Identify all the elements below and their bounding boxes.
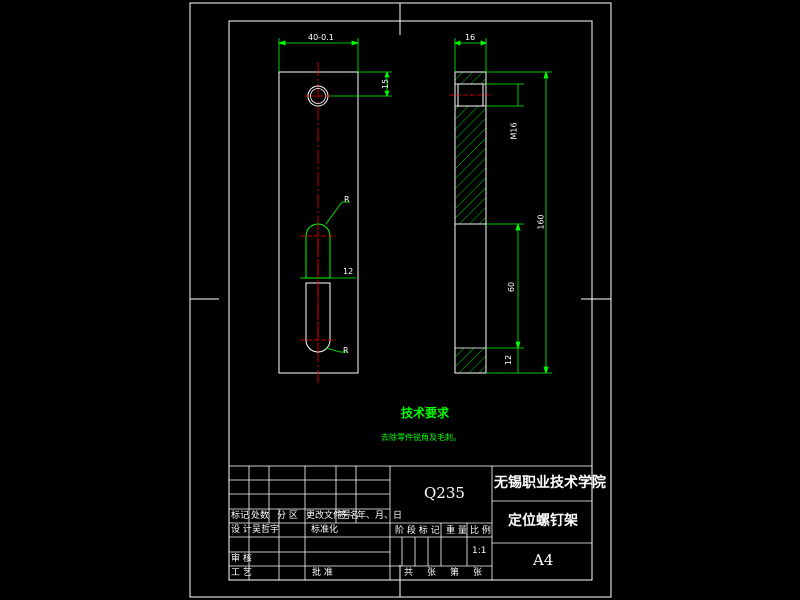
title-block-lines (228, 465, 593, 581)
header-mark: 标记 (231, 511, 250, 521)
sheet-size: A4 (533, 551, 554, 569)
header-sign: 签 名 (338, 511, 359, 521)
dim-overall-length: 160 (536, 214, 546, 230)
header-ratio: 比 例 (470, 526, 491, 536)
header-stage-mark: 阶 段 标 记 (395, 526, 440, 536)
dim-hole-offset: 15 (381, 78, 391, 90)
header-design: 设 计 (231, 525, 252, 535)
school-name: 无锡职业技术学院 (494, 475, 606, 491)
side-view (449, 71, 492, 374)
header-date: 年、月、日 (357, 511, 403, 521)
dim-side-width: 16 (465, 33, 476, 42)
front-view-dimensions (277, 38, 392, 353)
header-review: 审 核 (231, 554, 252, 564)
header-weight: 重 量 (446, 526, 467, 536)
side-view-dimensions (453, 38, 552, 375)
header-total: 共 (404, 568, 414, 578)
dim-slot-width: 12 (343, 267, 354, 276)
header-no: 第 (450, 568, 460, 578)
material-label: Q235 (424, 484, 465, 502)
designer-name: 吴哲宇 (252, 525, 280, 535)
dim-slot-offset: 12 (504, 354, 514, 366)
header-count: 处数 (251, 511, 270, 521)
header-doc-no: 更改文件号 (306, 511, 352, 521)
scale-value: 1:1 (472, 546, 487, 556)
dim-top-width: 40-0.1 (308, 33, 334, 42)
header-approve: 批 准 (312, 568, 333, 578)
dim-radius-lower: R (343, 346, 349, 355)
front-view (278, 62, 359, 383)
header-process: 工 艺 (231, 568, 252, 578)
part-name: 定位螺钉架 (508, 513, 578, 529)
header-zone: 分 区 (277, 511, 298, 521)
notes-title: 技术要求 (401, 406, 450, 420)
header-standardize: 标准化 (311, 525, 339, 535)
dim-thread: M16 (509, 122, 519, 140)
header-sheet: 张 (427, 568, 437, 578)
dim-slot-length: 60 (507, 281, 517, 293)
notes-text: 去除零件锐角及毛刺。 (381, 433, 461, 442)
dim-radius-upper: R (344, 195, 350, 204)
header-sheet-2: 张 (473, 568, 483, 578)
